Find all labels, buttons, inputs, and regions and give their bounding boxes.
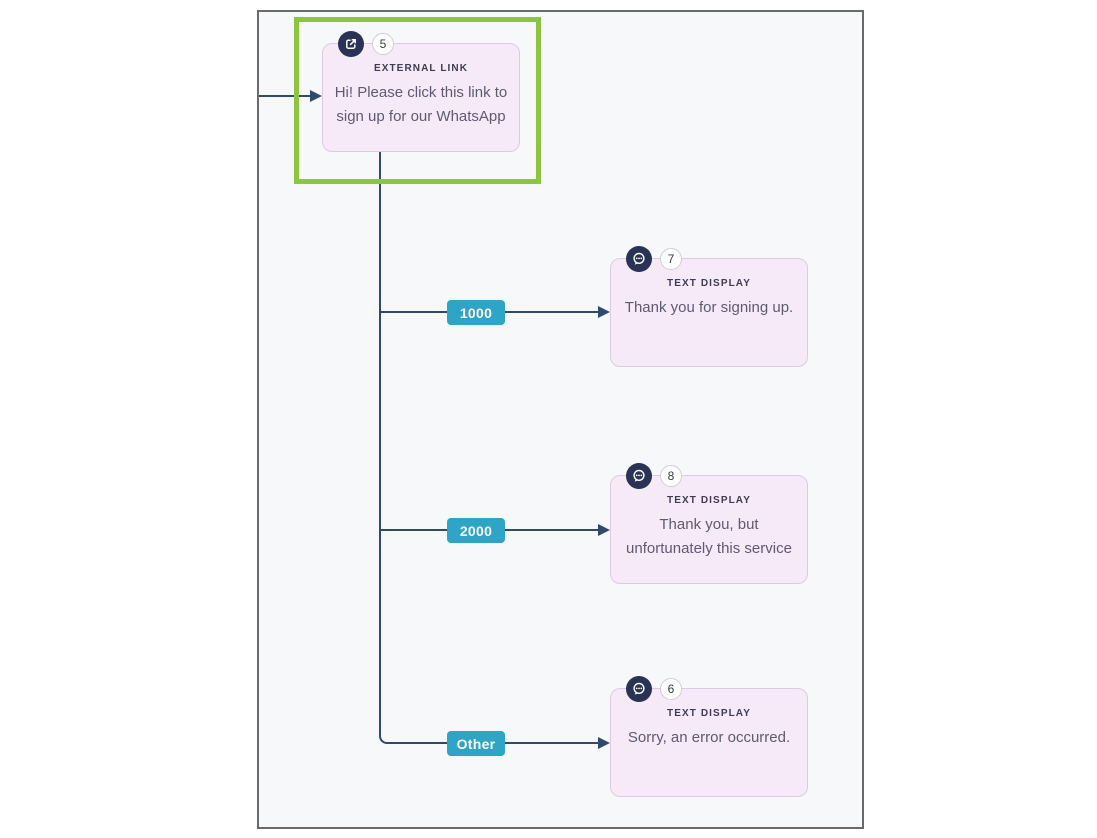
flow-canvas[interactable]: 1000 2000 Other 5 EXTERNAL LINK Hi! Plea… — [257, 10, 864, 829]
node-number-badge: 6 — [660, 678, 682, 700]
branch-badge-other[interactable]: Other — [447, 731, 505, 756]
edge-branch-2000-arrowhead — [598, 524, 610, 536]
chat-bubble-icon — [626, 676, 652, 702]
edge-trunk — [379, 152, 599, 744]
chat-bubble-icon — [626, 246, 652, 272]
node-number-badge: 5 — [372, 33, 394, 55]
branch-badge-1000[interactable]: 1000 — [447, 300, 505, 325]
node-type-label: TEXT DISPLAY — [667, 708, 751, 719]
node-type-label: TEXT DISPLAY — [667, 278, 751, 289]
node-number-badge: 7 — [660, 248, 682, 270]
node-message-text: Thank you, but unfortunately this servic… — [626, 516, 792, 558]
edge-branch-other-arrowhead — [598, 737, 610, 749]
edge-incoming-arrowhead — [310, 90, 322, 102]
edge-incoming — [259, 95, 311, 97]
chat-bubble-icon — [626, 463, 652, 489]
node-type-label: EXTERNAL LINK — [373, 63, 469, 74]
node-text-display-8[interactable]: 8 TEXT DISPLAY Thank you, but unfortunat… — [610, 463, 808, 584]
node-number-badge: 8 — [660, 465, 682, 487]
node-type-label: TEXT DISPLAY — [667, 495, 751, 506]
node-text-display-7[interactable]: 7 TEXT DISPLAY Thank you for signing up. — [610, 246, 808, 367]
node-message-text: Hi! Please click this link to sign up fo… — [334, 84, 508, 126]
node-message-text: Sorry, an error occurred. — [627, 729, 791, 746]
node-text-display-6[interactable]: 6 TEXT DISPLAY Sorry, an error occurred. — [610, 676, 808, 797]
highlight-box — [294, 17, 541, 184]
external-link-icon — [338, 31, 364, 57]
node-external-link-5[interactable]: 5 EXTERNAL LINK Hi! Please click this li… — [322, 31, 520, 152]
branch-badge-2000[interactable]: 2000 — [447, 518, 505, 543]
edge-branch-1000-arrowhead — [598, 306, 610, 318]
node-message-text: Thank you for signing up. — [624, 299, 794, 316]
